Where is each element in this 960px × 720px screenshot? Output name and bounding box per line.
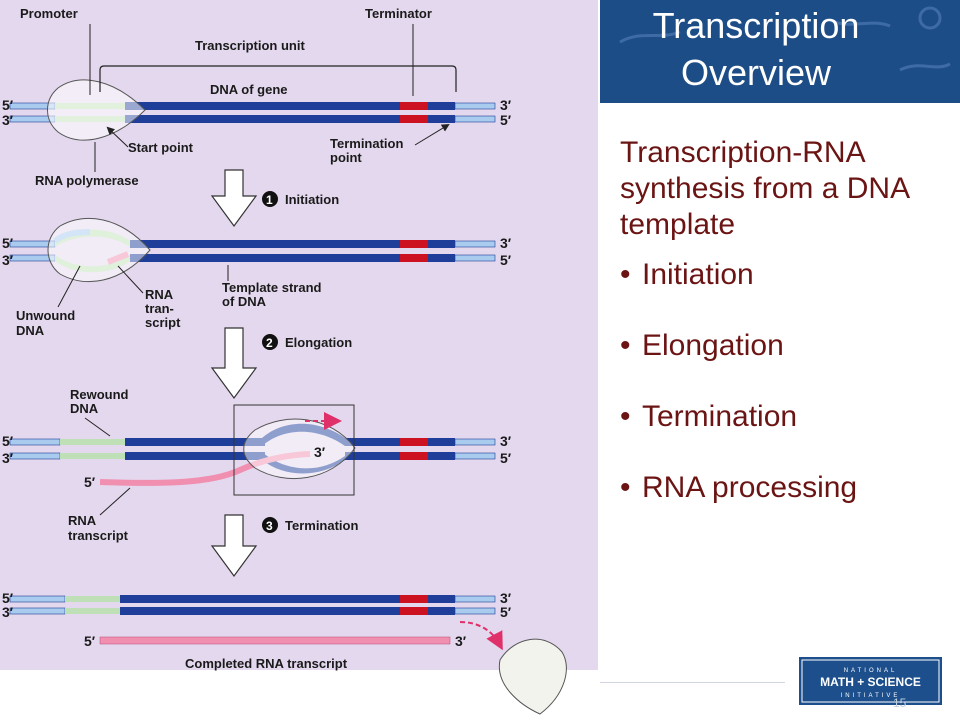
- rna-transcript-label: RNA: [68, 513, 97, 528]
- transcription-unit-label: Transcription unit: [195, 38, 305, 53]
- three-prime-label: 3′: [455, 633, 467, 649]
- three-prime-label: 3′: [2, 252, 14, 268]
- rewound-dna-label: Rewound: [70, 387, 129, 402]
- svg-text:script: script: [145, 315, 181, 330]
- rna-polymerase-label: RNA polymerase: [35, 173, 139, 188]
- slide-title: Transcription Overview: [652, 5, 860, 93]
- three-prime-label: 3′: [2, 450, 14, 466]
- equation-watermark: [619, 6, 951, 72]
- release-arrow: [459, 621, 503, 651]
- dna-row-elongation: [9, 404, 496, 496]
- promoter-label: Promoter: [20, 6, 78, 21]
- five-prime-label: 5′: [500, 252, 512, 268]
- step-badge: [262, 334, 278, 350]
- rna-polymerase-shape: [47, 217, 151, 283]
- down-arrow: [210, 169, 258, 228]
- bullet-elongation: Elongation: [620, 328, 950, 364]
- three-prime-label: 3′: [2, 604, 14, 620]
- rna-transcript-label: RNA: [145, 287, 174, 302]
- svg-text:transcript: transcript: [68, 528, 129, 543]
- three-prime-label: 3′: [500, 590, 512, 606]
- three-prime-label: 3′: [314, 444, 326, 460]
- bullet-termination: Termination: [620, 399, 950, 435]
- svg-text:2: 2: [266, 336, 273, 350]
- svg-text:DNA: DNA: [70, 401, 99, 416]
- transcription-diagram: 5′ 3′ 3′ 5′ Promoter Terminator Transcri…: [0, 0, 598, 715]
- dna-row-termination: [9, 595, 503, 651]
- three-prime-label: 3′: [500, 235, 512, 251]
- svg-text:3: 3: [266, 519, 273, 533]
- svg-text:tran-: tran-: [145, 301, 174, 316]
- rna-polymerase-shape: [243, 418, 356, 479]
- unwound-dna-label: Unwound: [16, 308, 75, 323]
- completed-rna-transcript: [99, 636, 451, 645]
- bullet-list: Initiation Elongation Termination RNA pr…: [620, 257, 950, 506]
- svg-text:NATIONAL: NATIONAL: [844, 668, 898, 674]
- step-elongation-label: Elongation: [285, 335, 352, 350]
- slide-title-box: Transcription Overview: [600, 0, 960, 103]
- five-prime-label: 5′: [84, 633, 96, 649]
- completed-rna-transcript-label: Completed RNA transcript: [185, 656, 348, 671]
- three-prime-label: 3′: [2, 112, 14, 128]
- svg-text:MATH + SCIENCE: MATH + SCIENCE: [820, 675, 921, 689]
- dna-row-initiation: [9, 217, 496, 283]
- terminator-label: Terminator: [365, 6, 432, 21]
- five-prime-label: 5′: [2, 590, 14, 606]
- start-point-label: Start point: [128, 140, 194, 155]
- page-number: 15: [893, 696, 907, 710]
- five-prime-label: 5′: [500, 450, 512, 466]
- five-prime-label: 5′: [500, 112, 512, 128]
- five-prime-label: 5′: [2, 235, 14, 251]
- footer-divider: [600, 682, 785, 683]
- svg-text:of DNA: of DNA: [222, 294, 267, 309]
- five-prime-label: 5′: [2, 433, 14, 449]
- three-prime-label: 3′: [500, 433, 512, 449]
- transcription-unit-bracket: [99, 65, 457, 92]
- five-prime-label: 5′: [84, 474, 96, 490]
- svg-text:DNA: DNA: [16, 323, 45, 338]
- down-arrow: [210, 327, 258, 400]
- nmsi-logo: NATIONAL MATH + SCIENCE INITIATIVE: [797, 655, 944, 707]
- magnified-region-box: [233, 404, 355, 496]
- dna-of-gene-label: DNA of gene: [210, 82, 288, 97]
- slide-body: Transcription-RNA synthesis from a DNA t…: [620, 135, 950, 541]
- three-prime-label: 3′: [500, 97, 512, 113]
- svg-text:point: point: [330, 150, 362, 165]
- five-prime-label: 5′: [2, 97, 14, 113]
- down-arrow: [210, 514, 258, 578]
- svg-text:INITIATIVE: INITIATIVE: [841, 693, 901, 699]
- template-strand-label: Template strand: [222, 280, 322, 295]
- step-badge: [262, 517, 278, 533]
- termination-point-label: Termination: [330, 136, 403, 151]
- bullet-rna-processing: RNA processing: [620, 470, 950, 506]
- step-initiation-label: Initiation: [285, 192, 339, 207]
- bullet-initiation: Initiation: [620, 257, 950, 293]
- dna-row-initial: [9, 79, 496, 141]
- step-termination-label: Termination: [285, 518, 358, 533]
- svg-text:1: 1: [266, 193, 273, 207]
- released-rna-polymerase: [498, 638, 567, 715]
- slide-heading: Transcription-RNA synthesis from a DNA t…: [620, 136, 909, 241]
- five-prime-label: 5′: [500, 604, 512, 620]
- step-badge: [262, 191, 278, 207]
